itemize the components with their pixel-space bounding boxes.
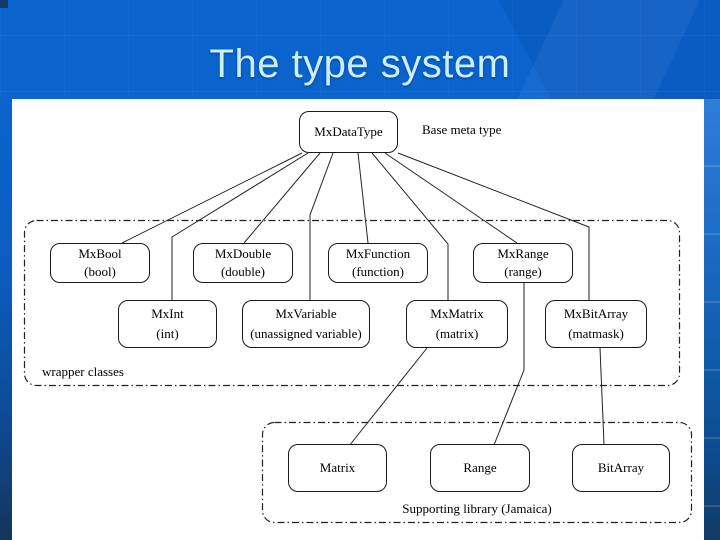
wrapper-classes-group-box bbox=[23, 219, 681, 387]
node-mxint: MxInt (int) bbox=[118, 300, 217, 348]
slide-title: The type system bbox=[209, 42, 511, 86]
edge-mxdatatype-mxfunction bbox=[357, 152, 369, 244]
node-name-label: Range bbox=[463, 460, 497, 476]
node-subtype-label: (matmask) bbox=[568, 326, 624, 342]
node-mxvariable: MxVariable (unassigned variable) bbox=[242, 300, 370, 348]
edge-mxdatatype-mxbitarray bbox=[397, 152, 590, 301]
node-subtype-label: (matrix) bbox=[435, 326, 479, 342]
node-subtype-label: (function) bbox=[352, 264, 404, 280]
node-name-label: MxMatrix bbox=[430, 305, 484, 321]
node-mxrange: MxRange (range) bbox=[473, 243, 573, 283]
node-mxfunction: MxFunction (function) bbox=[328, 243, 428, 283]
left-edge-strip bbox=[0, 99, 12, 540]
edge-mxdatatype-mxbool bbox=[121, 152, 303, 244]
node-mxdatatype: MxDataType bbox=[299, 111, 398, 153]
node-name-label: MxRange bbox=[497, 246, 549, 262]
node-range: Range bbox=[430, 444, 530, 492]
node-name-label: MxVariable bbox=[275, 305, 337, 321]
base-meta-type-label: Base meta type bbox=[422, 122, 502, 137]
edge-mxdatatype-mxdouble bbox=[243, 152, 321, 244]
node-mxdouble: MxDouble (double) bbox=[193, 243, 293, 283]
supporting-library-label: Supporting library (Jamaica) bbox=[402, 501, 552, 516]
edge-mxdatatype-mxint bbox=[171, 152, 309, 301]
node-subtype-label: (range) bbox=[504, 264, 542, 280]
edge-mxdatatype-mxrange bbox=[384, 152, 518, 244]
node-name-label: MxBitArray bbox=[563, 305, 629, 321]
node-name-label: Matrix bbox=[319, 460, 356, 476]
node-name-label: MxDouble bbox=[214, 246, 272, 262]
supporting-library-group-box bbox=[261, 421, 693, 524]
corner-accent bbox=[0, 0, 8, 8]
right-edge-strip bbox=[704, 99, 720, 540]
edge-mxrange-range bbox=[493, 283, 525, 446]
node-name-label: MxInt bbox=[151, 305, 184, 321]
node-subtype-label: (int) bbox=[156, 326, 179, 342]
node-name-label: BitArray bbox=[597, 460, 645, 476]
edge-mxdatatype-mxvariable bbox=[309, 152, 334, 301]
node-matrix: Matrix bbox=[288, 444, 387, 492]
node-subtype-label: (double) bbox=[220, 264, 266, 280]
node-name-label: MxFunction bbox=[345, 246, 411, 262]
edge-mxbitarray-bitarray bbox=[599, 347, 605, 445]
node-name-label: MxDataType bbox=[314, 124, 383, 140]
node-subtype-label: (unassigned variable) bbox=[250, 326, 362, 342]
node-subtype-label: (bool) bbox=[84, 264, 116, 280]
wrapper-classes-label: wrapper classes bbox=[42, 364, 124, 379]
node-mxbitarray: MxBitArray (matmask) bbox=[545, 300, 647, 348]
node-name-label: MxBool bbox=[78, 246, 122, 262]
node-mxmatrix: MxMatrix (matrix) bbox=[406, 300, 508, 348]
edge-mxmatrix-matrix bbox=[348, 347, 428, 447]
edge-mxdatatype-mxmatrix bbox=[371, 152, 449, 301]
node-bitarray: BitArray bbox=[572, 444, 670, 492]
node-mxbool: MxBool (bool) bbox=[50, 243, 150, 283]
